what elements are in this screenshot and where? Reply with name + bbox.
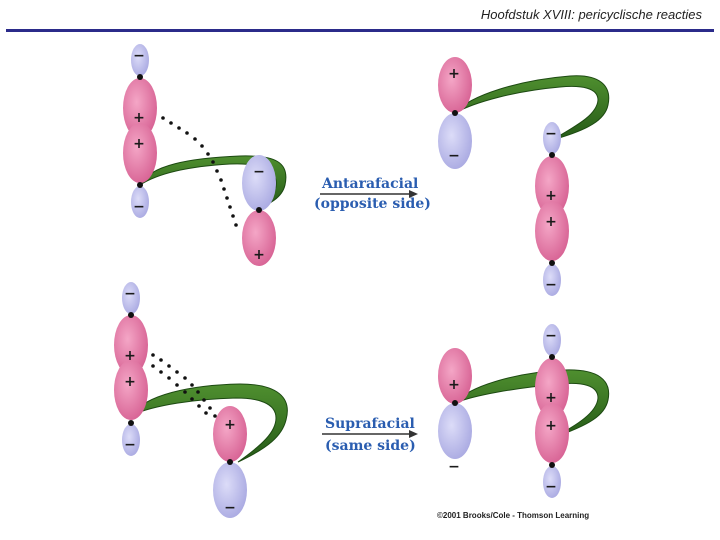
antara-right-pink-lobe-lower [535, 201, 569, 261]
supra-right-left-pink-lobe [438, 348, 472, 404]
sign: − [133, 48, 145, 64]
supra-left-pink-lobe-upper [114, 315, 148, 375]
supra-right-left-blue-lobe [438, 403, 472, 459]
antarafacial-sublabel: (opposite side) [314, 196, 431, 212]
antara-right-left-blue-lobe [438, 113, 472, 169]
supra-left-bottom-blue-lobe [122, 424, 140, 456]
sign: + [224, 417, 236, 433]
sign: − [124, 437, 136, 453]
sign: + [124, 374, 136, 390]
antarafacial-label-group: Antarafacial (opposite side) [314, 176, 431, 212]
antara-left-top-blue-lobe [131, 44, 149, 76]
supra-left-orbital-system: − + + − + − [114, 282, 288, 518]
suprafacial-label-group: Suprafacial (same side) [322, 416, 418, 454]
antara-left-right-pink-lobe [242, 210, 276, 266]
antara-right-ribbon [454, 75, 610, 141]
antara-left-bottom-blue-lobe [131, 186, 149, 218]
supra-right-ribbon [454, 369, 610, 439]
sign: + [545, 390, 557, 406]
sign: + [545, 188, 557, 204]
copyright-credit: ©2001 Brooks/Cole - Thomson Learning [437, 511, 590, 520]
sign: + [448, 377, 460, 393]
antara-right-pink-lobe-upper [535, 156, 569, 216]
supra-right-orbital-system: + − − + + − [438, 324, 610, 498]
antara-left-right-blue-lobe [242, 155, 276, 211]
sign: − [545, 328, 557, 344]
antara-right-orbital-system: + − − + + − [438, 57, 610, 296]
sign: − [448, 148, 460, 164]
supra-left-ribbon [130, 383, 288, 463]
supra-right-top-blue-lobe [543, 324, 561, 356]
sign: + [448, 66, 460, 82]
antara-right-left-pink-lobe [438, 57, 472, 113]
supra-left-right-blue-lobe [213, 462, 247, 518]
antara-left-pink-lobe-lower [123, 123, 157, 183]
sign: + [124, 348, 136, 364]
sign: − [448, 459, 460, 475]
supra-left-dotted-interaction [151, 353, 217, 418]
suprafacial-sublabel: (same side) [325, 438, 416, 454]
sign: − [133, 199, 145, 215]
antara-left-orbital-system: − + + − − + [123, 44, 287, 266]
sign: − [124, 286, 136, 302]
supra-left-top-blue-lobe [122, 282, 140, 314]
supra-right-pink-lobe-upper [535, 358, 569, 418]
antara-left-pink-lobe-upper [123, 78, 157, 138]
sign: + [545, 214, 557, 230]
antara-right-bottom-blue-lobe [543, 264, 561, 296]
sign: − [224, 500, 236, 516]
antara-right-top-blue-lobe [543, 122, 561, 154]
sign: + [133, 110, 145, 126]
sign: − [545, 479, 557, 495]
header-divider [6, 29, 714, 32]
supra-left-pink-lobe-lower [114, 360, 148, 420]
sign: − [545, 126, 557, 142]
antarafacial-label: Antarafacial [321, 176, 418, 192]
sign: − [253, 164, 265, 180]
sign: + [545, 418, 557, 434]
page-title: Hoofdstuk XVIII: pericyclische reacties [480, 7, 702, 22]
supra-left-right-pink-lobe [213, 406, 247, 462]
antara-left-dotted-interaction [161, 116, 238, 227]
supra-right-pink-lobe-lower [535, 403, 569, 463]
suprafacial-label: Suprafacial [325, 416, 415, 432]
sign: + [253, 247, 265, 263]
sign: − [545, 277, 557, 293]
sign: + [133, 136, 145, 152]
supra-right-bottom-blue-lobe [543, 466, 561, 498]
